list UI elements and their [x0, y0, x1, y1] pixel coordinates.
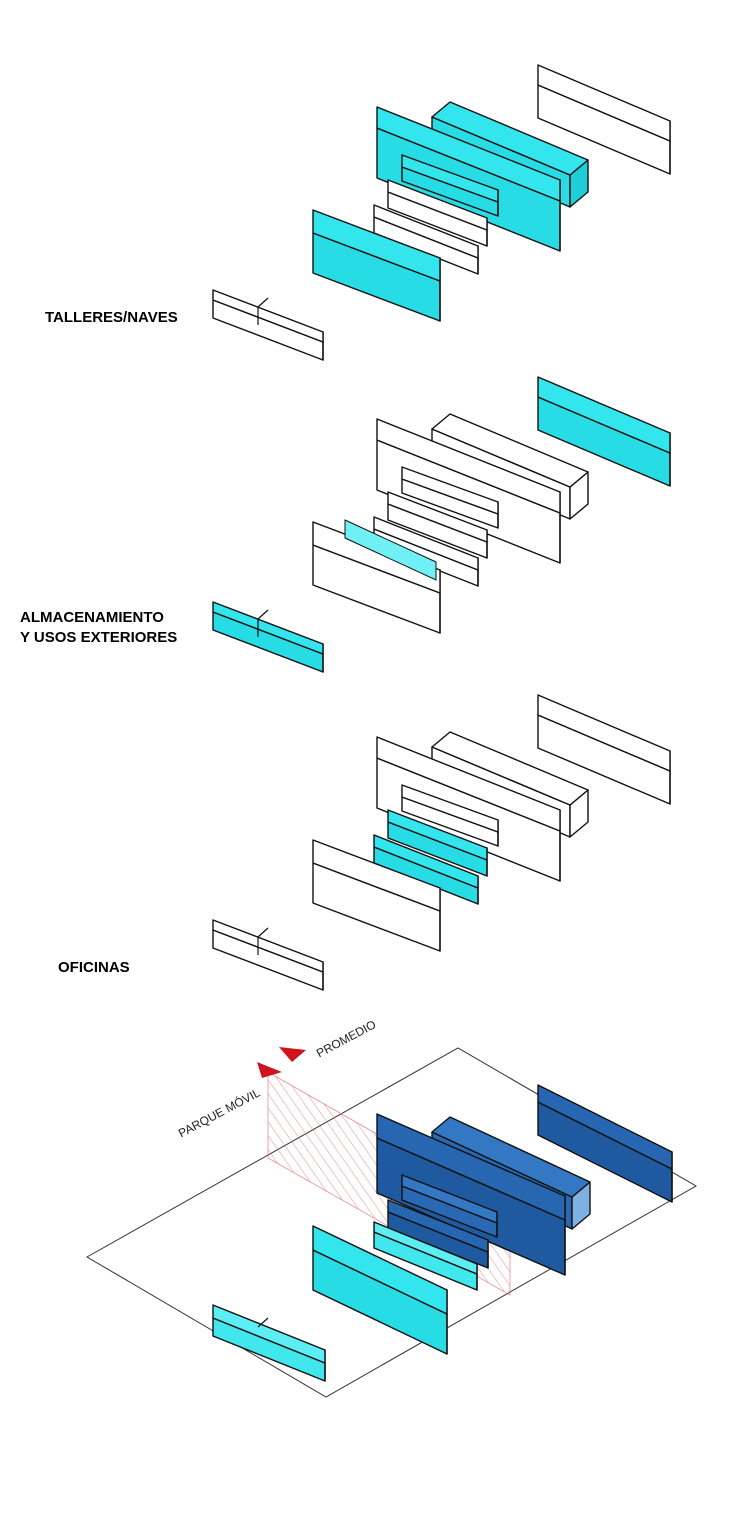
marker-parque-movil-flag — [257, 1062, 282, 1078]
talleres-block-far-right — [537, 64, 671, 175]
almac-block-far-right — [537, 376, 671, 487]
summary-bar-2 — [387, 1199, 489, 1269]
talleres-block-far-left — [212, 289, 324, 361]
diagram-summary — [85, 1047, 698, 1398]
almac-bar-1 — [401, 466, 499, 529]
summary-bar-1 — [401, 1174, 498, 1238]
label-line: TALLERES/NAVES — [45, 309, 178, 326]
summary-block-far-right — [537, 1084, 673, 1203]
diagram-oficinas — [212, 694, 671, 991]
oficinas-block-front-left — [312, 839, 441, 952]
label-talleres-naves: TALLERES/NAVES — [45, 308, 178, 328]
storage-strip — [344, 519, 437, 581]
summary-bar-3 — [373, 1221, 478, 1291]
marker-promedio-flag — [279, 1047, 306, 1062]
almac-bar-2 — [387, 491, 488, 559]
almac-block-far-left — [212, 601, 324, 673]
summary-block-far-left — [212, 1304, 326, 1382]
label-almacenamiento: ALMACENAMIENTO Y USOS EXTERIORES — [20, 608, 177, 648]
summary-block-front-left — [312, 1225, 448, 1355]
oficinas-block-far-right — [537, 694, 671, 805]
talleres-bar-2 — [387, 179, 488, 247]
diagram-talleres — [212, 64, 671, 361]
talleres-bar-3 — [373, 204, 479, 275]
talleres-block-front-left — [312, 209, 441, 322]
label-oficinas: OFICINAS — [58, 958, 130, 978]
diagram-almacenamiento — [212, 376, 671, 673]
oficinas-block-far-left — [212, 919, 324, 991]
oficinas-bar-1 — [401, 784, 499, 847]
label-line: Y USOS EXTERIORES — [20, 629, 178, 646]
label-line: OFICINAS — [58, 959, 130, 976]
oficinas-bar-2 — [387, 809, 488, 877]
label-line: ALMACENAMIENTO — [20, 609, 164, 626]
oficinas-bar-3 — [373, 834, 479, 905]
talleres-bar-1 — [401, 154, 499, 217]
